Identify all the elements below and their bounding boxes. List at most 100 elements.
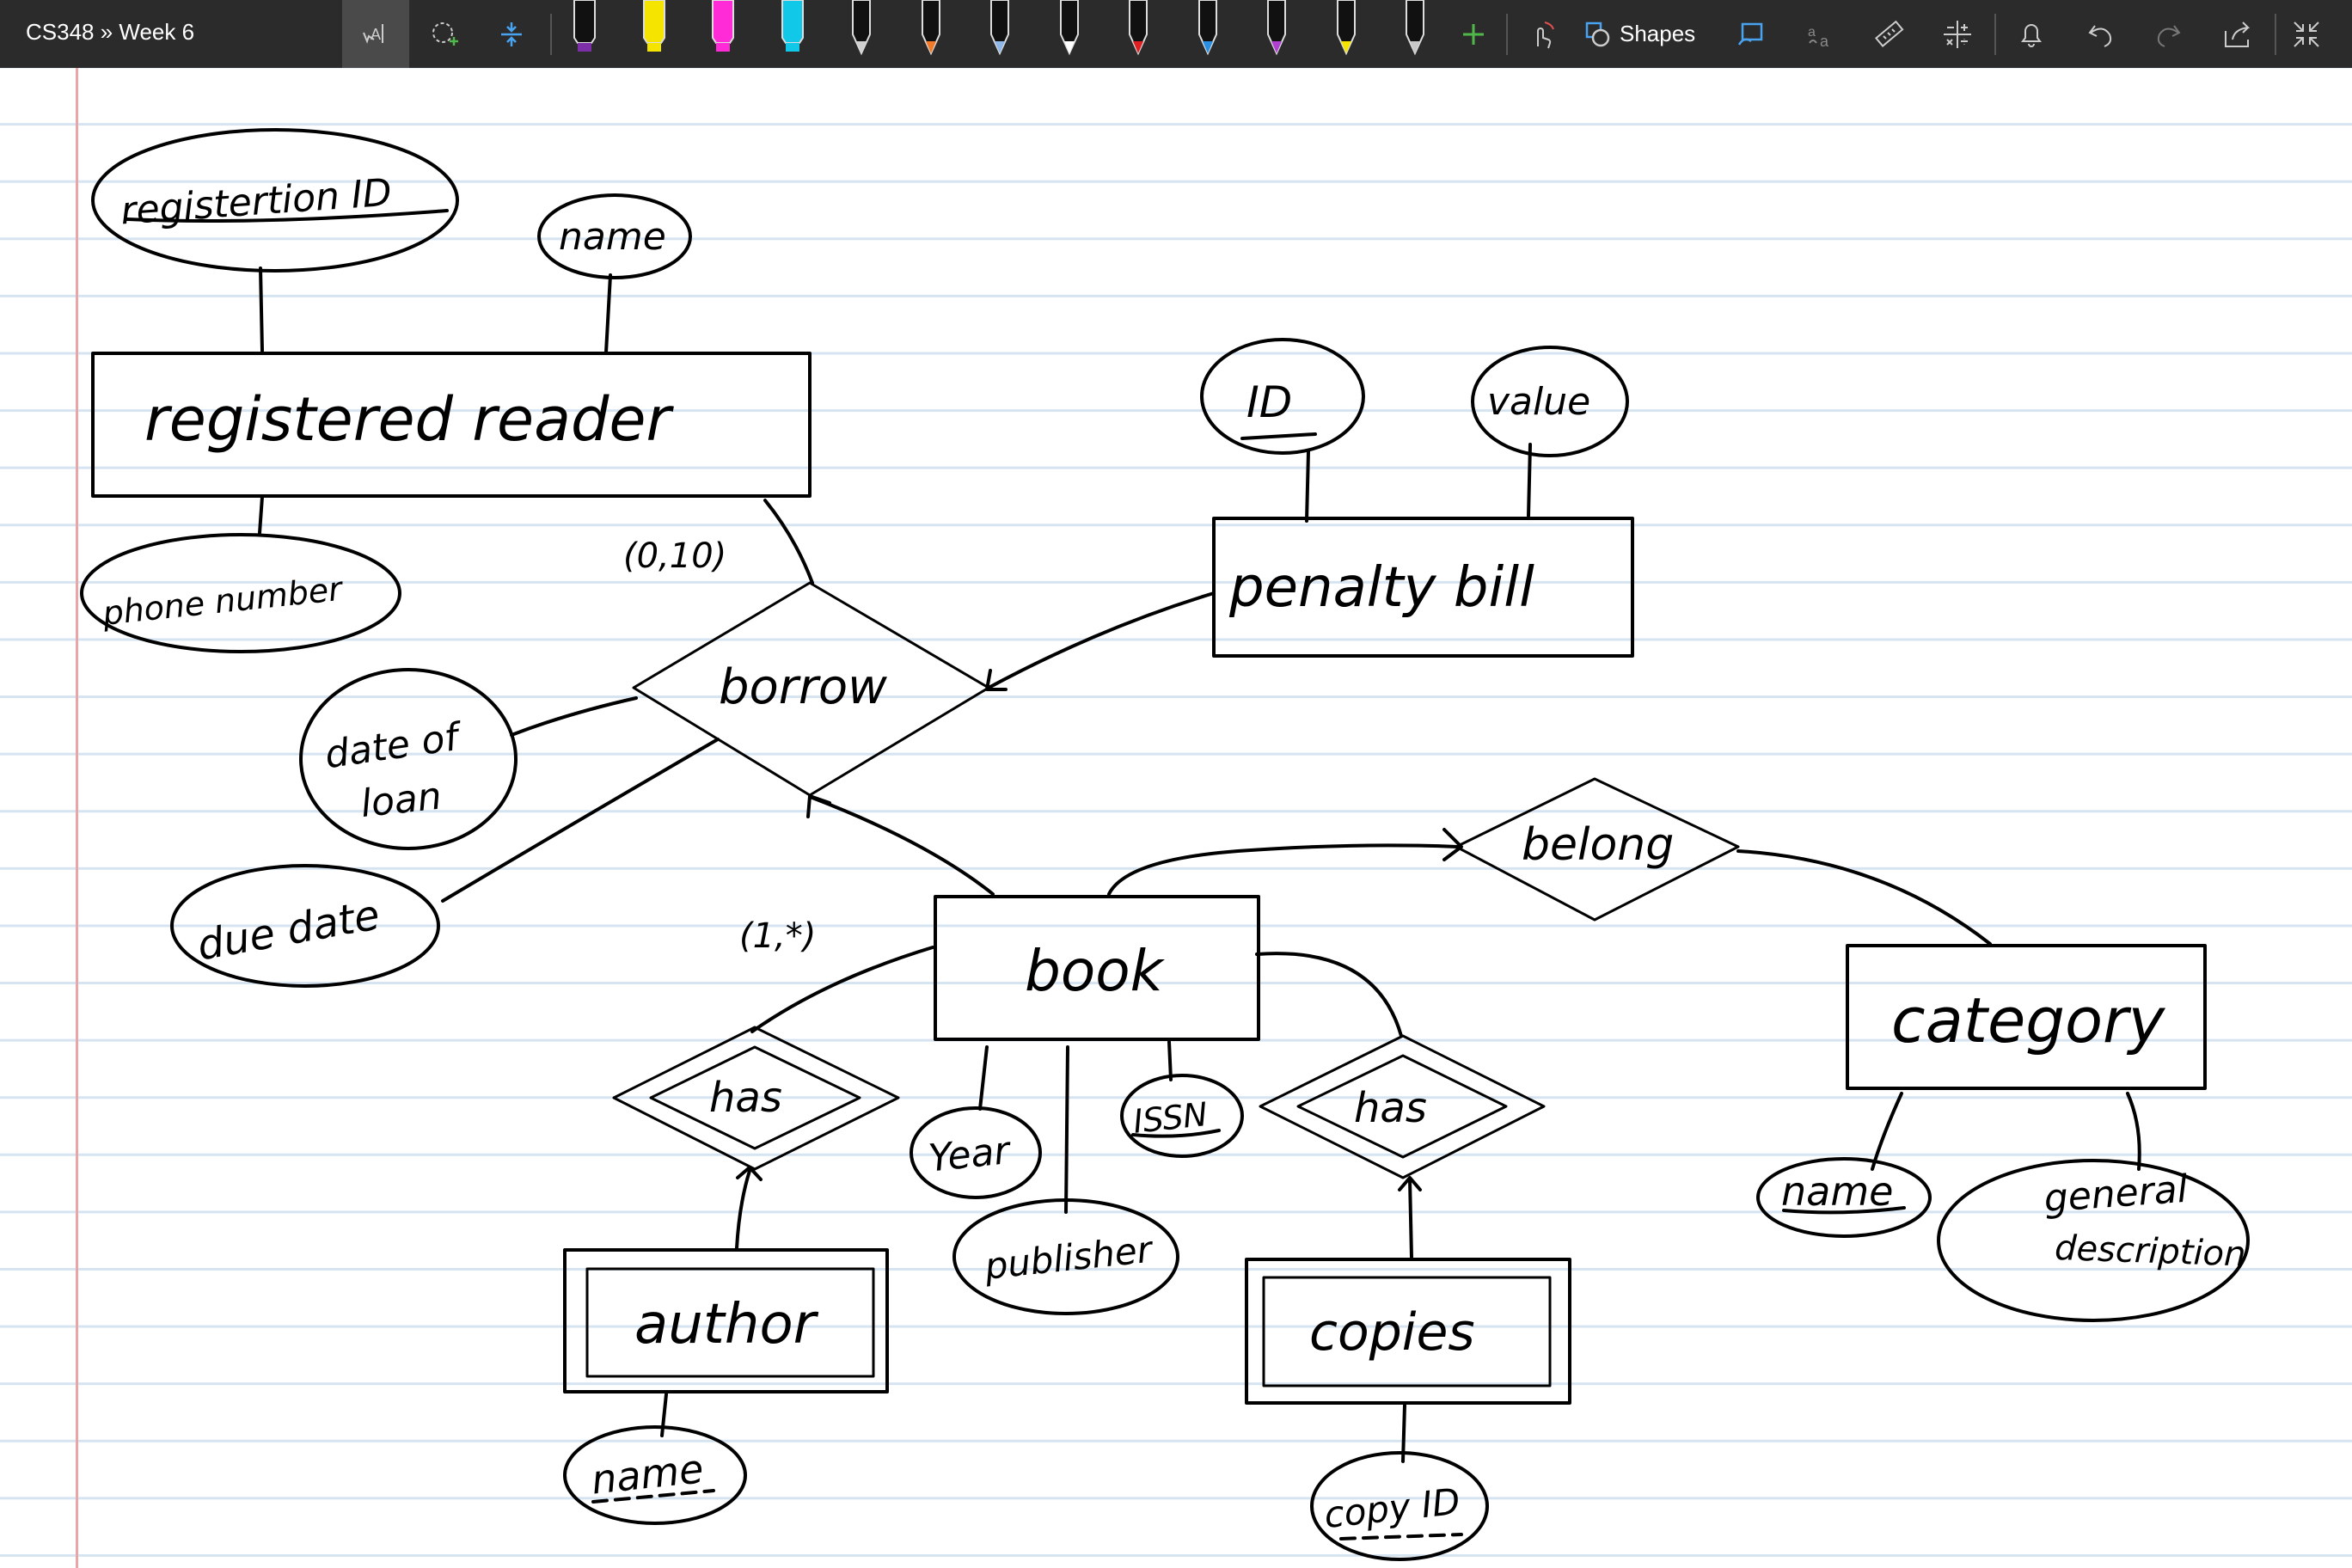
entity-registered-reader-box <box>91 352 812 498</box>
pen-2-button[interactable] <box>628 0 680 68</box>
attr-reader-name-ellipse <box>537 193 692 279</box>
entity-penalty-bill-box <box>1212 517 1634 658</box>
pen-12-button[interactable] <box>1320 0 1372 68</box>
line-name-reader <box>604 273 612 354</box>
label-belong: belong <box>1522 819 1674 871</box>
arrow-book-belong <box>1442 828 1463 861</box>
label-category: category <box>1891 984 2166 1057</box>
label-borrow: borrow <box>719 659 887 715</box>
add-pen-button[interactable] <box>1448 0 1499 68</box>
pen-10-button[interactable] <box>1182 0 1234 68</box>
label-registration-id: registertion ID <box>119 171 394 234</box>
label-bill-id: ID <box>1246 377 1292 427</box>
relationship-has-author-diamond <box>612 1026 900 1171</box>
pen-icon <box>921 0 940 56</box>
line-billid-bill <box>1305 450 1310 523</box>
pen-6-button[interactable] <box>905 0 957 68</box>
pen-icon <box>852 0 871 56</box>
pen-icon <box>1197 0 1217 56</box>
highlighter-icon <box>573 0 596 52</box>
add-space-icon[interactable] <box>483 0 540 68</box>
relationship-belong-diamond <box>1455 777 1740 922</box>
label-book: book <box>1025 938 1166 1004</box>
notebook-breadcrumb[interactable]: CS348 » Week 6 <box>26 19 195 45</box>
pen-icon <box>1059 0 1079 56</box>
pen-11-button[interactable] <box>1251 0 1302 68</box>
attr-due-date-ellipse <box>170 864 440 988</box>
attr-date-of-loan-ellipse <box>299 668 518 850</box>
pen-4-button[interactable] <box>767 0 818 68</box>
lasso-select-icon[interactable] <box>416 0 473 68</box>
redo-icon[interactable] <box>2141 0 2197 68</box>
highlighter-icon <box>781 0 804 52</box>
collapse-icon[interactable] <box>2278 0 2335 68</box>
highlighter-icon <box>642 0 665 52</box>
label-category-name: name <box>1781 1168 1893 1215</box>
relationship-has-copies-diamond <box>1259 1034 1546 1179</box>
bell-icon[interactable] <box>2003 0 2060 68</box>
label-copies: copies <box>1309 1302 1475 1363</box>
label-registered-reader: registered reader <box>144 384 674 455</box>
pen-3-button[interactable] <box>697 0 749 68</box>
entity-category-box <box>1846 944 2207 1090</box>
cardinality-book-borrow: (1,*) <box>739 916 816 956</box>
entity-author-box <box>563 1248 889 1393</box>
label-has-copies: has <box>1354 1084 1427 1132</box>
label-due-date: due date <box>193 891 383 970</box>
arrow-copies-hascopies <box>1398 1176 1422 1191</box>
highlighter-icon <box>712 0 734 52</box>
line-book-hasauthor <box>750 946 934 1033</box>
entity-book-box <box>934 895 1260 1041</box>
pen-13-button[interactable] <box>1389 0 1441 68</box>
line-book-belong <box>1107 843 1459 896</box>
shapes-button[interactable]: Shapes <box>1583 0 1704 68</box>
er-diagram: registered reader penalty bill book cate… <box>80 128 2250 1561</box>
attr-issn-ellipse <box>1120 1074 1244 1158</box>
line-book-issn <box>1167 1040 1173 1081</box>
pen-icon <box>1267 0 1286 56</box>
attr-phone-number-ellipse <box>80 533 401 653</box>
lasso-text-select-icon[interactable]: A <box>342 0 409 68</box>
line-category-name <box>1871 1092 1903 1171</box>
line-book-publisher <box>1064 1045 1069 1214</box>
touch-draw-icon[interactable] <box>1513 0 1570 68</box>
label-date-of-loan-line2: loan <box>358 775 444 827</box>
pen-7-button[interactable] <box>974 0 1026 68</box>
math-icon[interactable] <box>1929 0 1986 68</box>
label-date-of-loan-line1: date of <box>322 714 467 777</box>
line-author-hasauthor <box>735 1169 751 1250</box>
pen-8-button[interactable] <box>1044 0 1095 68</box>
label-issn: ISSN <box>1131 1095 1210 1141</box>
share-icon[interactable] <box>2209 0 2266 68</box>
attr-category-name-ellipse <box>1756 1157 1932 1238</box>
line-category-gendesc <box>2126 1092 2141 1171</box>
pen-1-button[interactable] <box>559 0 610 68</box>
line-belong-category <box>1736 849 1992 946</box>
attr-year-ellipse <box>910 1106 1042 1199</box>
cardinality-reader-borrow: (0,10) <box>623 536 726 576</box>
note-canvas[interactable]: registered reader penalty bill book cate… <box>0 68 2352 1568</box>
page-margin-line <box>76 68 78 1568</box>
undo-icon[interactable] <box>2072 0 2128 68</box>
label-copy-id: copy ID <box>1322 1480 1462 1536</box>
attr-author-name-ellipse <box>563 1425 747 1525</box>
attr-publisher-ellipse <box>952 1198 1179 1315</box>
line-value-bill <box>1527 443 1532 518</box>
label-phone-number: phone number <box>100 570 346 633</box>
ink-to-shape-icon[interactable] <box>1723 0 1779 68</box>
line-duedate-borrow <box>441 738 720 903</box>
label-author: author <box>634 1293 819 1357</box>
shapes-label: Shapes <box>1620 21 1696 46</box>
attr-copy-id-ellipse <box>1310 1451 1489 1561</box>
line-book-year <box>978 1045 989 1111</box>
ruler-icon[interactable] <box>1860 0 1917 68</box>
label-general-description-line1: general <box>2043 1167 2190 1222</box>
pen-icon <box>1129 0 1148 56</box>
label-bill-value: value <box>1487 380 1590 424</box>
pen-9-button[interactable] <box>1112 0 1164 68</box>
svg-text:a: a <box>1808 25 1816 40</box>
line-regid-reader <box>259 266 264 352</box>
pen-5-button[interactable] <box>836 0 887 68</box>
